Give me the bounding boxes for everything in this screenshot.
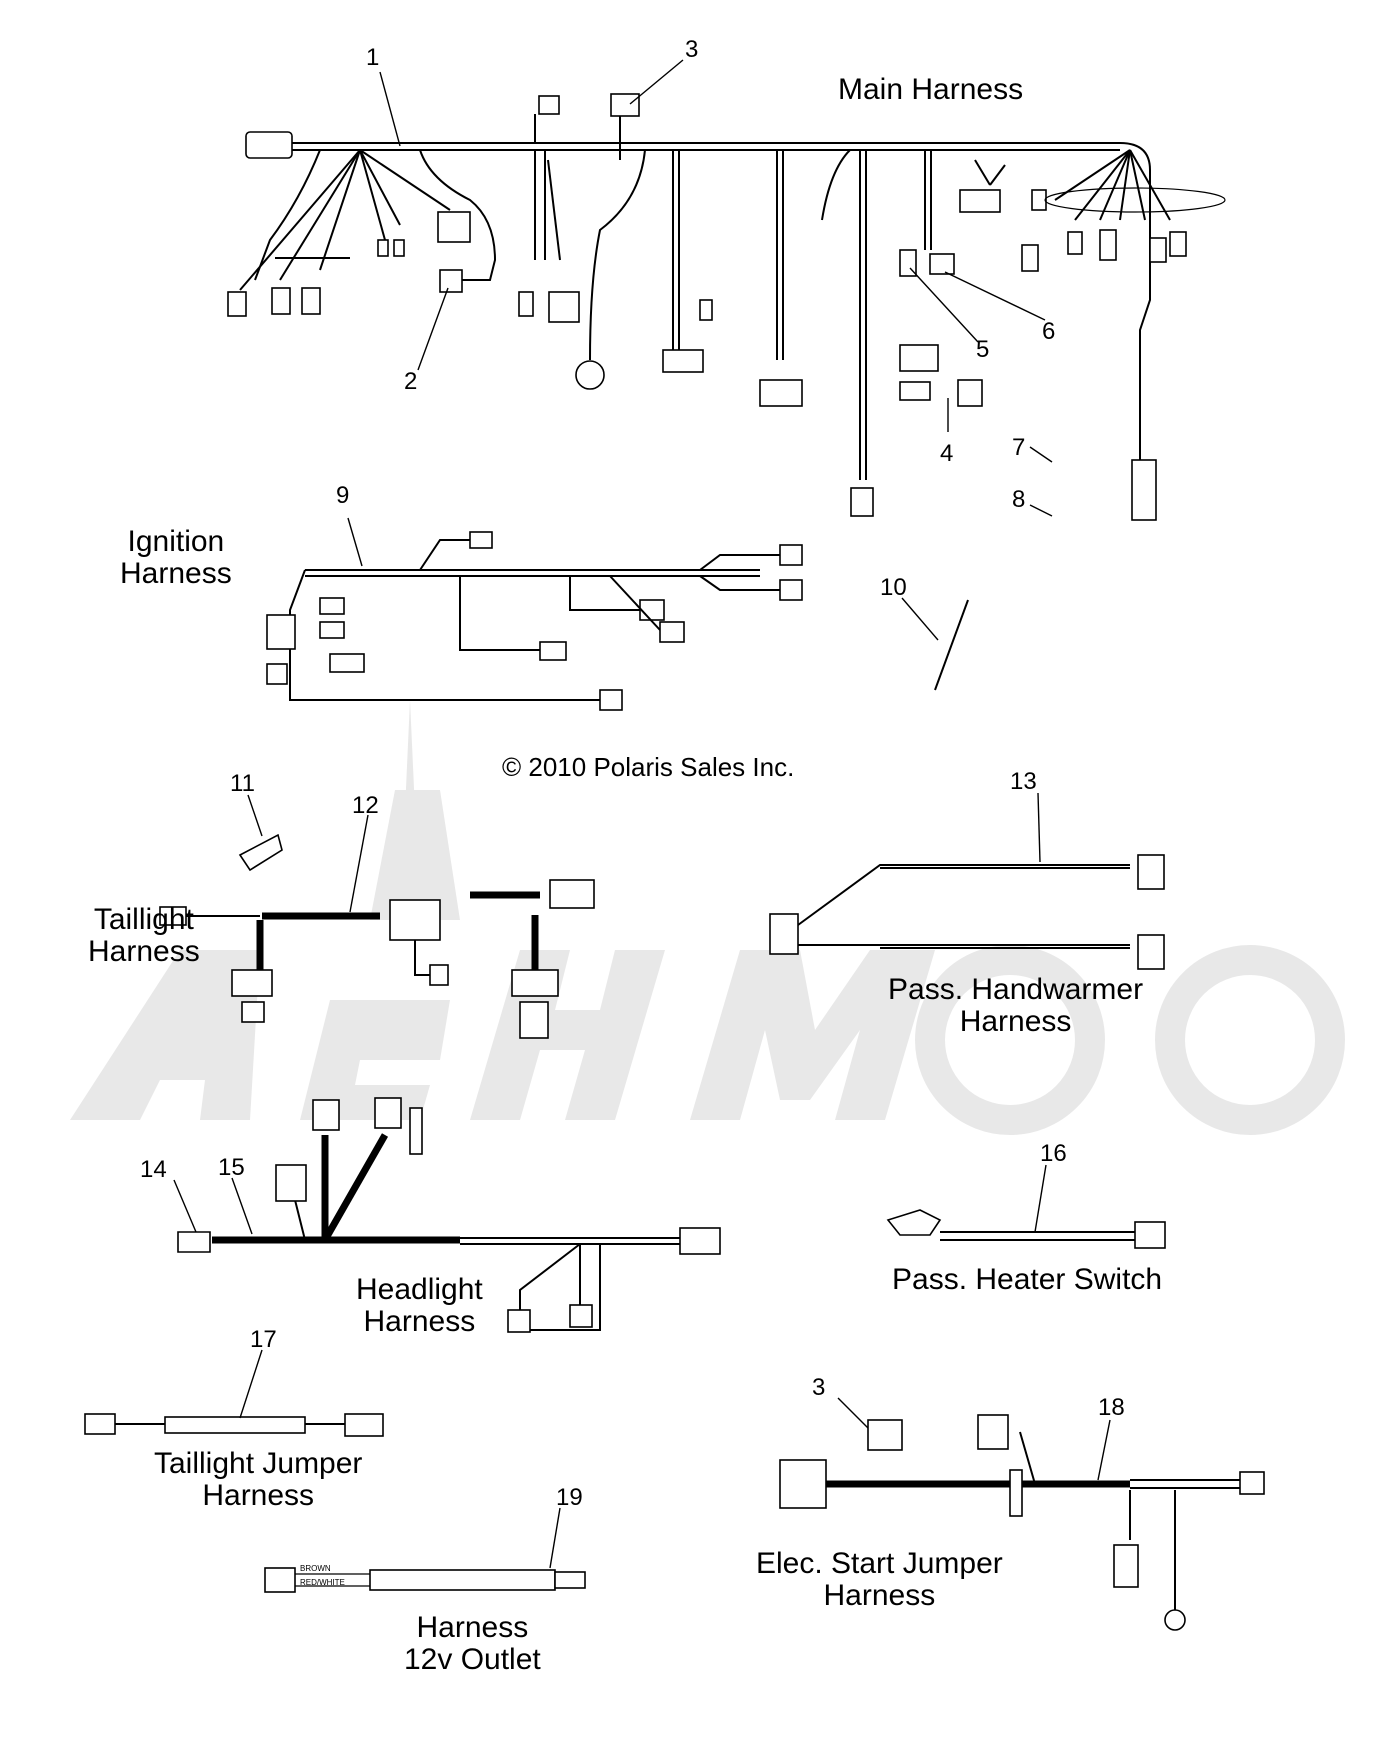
leader-lines: [173, 59, 1111, 1569]
callout-11: 11: [230, 770, 255, 797]
title-main-harness: Main Harness: [838, 73, 1024, 106]
heater-switch: [886, 1209, 1166, 1249]
headlight-harness: [177, 1097, 721, 1333]
title-headlight-harness: Headlight Harness: [356, 1274, 483, 1337]
callout-1: 1: [366, 44, 380, 71]
title-outlet-harness: Harness 12v Outlet: [404, 1612, 541, 1675]
taillight-jumper-harness: [84, 1413, 384, 1437]
callout-8: 8: [1012, 486, 1026, 513]
outlet-harness: [264, 1567, 586, 1593]
title-handwarmer-line2: Harness: [959, 1004, 1072, 1038]
handwarmer-harness: [769, 854, 1165, 970]
callout-15: 15: [218, 1154, 245, 1181]
callout-5: 5: [976, 336, 990, 363]
ignition-harness: [266, 531, 803, 711]
cable-tie: [934, 599, 969, 691]
callout-3: 3: [685, 36, 699, 63]
title-taillight-jumper-line1: Taillight Jumper: [154, 1447, 363, 1480]
title-ignition-line2: Harness: [120, 556, 232, 590]
callout-7: 7: [1012, 434, 1026, 461]
callout-19: 19: [556, 1484, 583, 1511]
callout-13: 13: [1010, 768, 1037, 795]
wire-label-red-white: RED/WHITE: [300, 1578, 345, 1587]
title-outlet-line1: Harness: [416, 1611, 529, 1644]
title-headlight-line1: Headlight: [356, 1273, 483, 1306]
title-taillight-line2: Harness: [88, 934, 200, 968]
title-taillight-jumper-harness: Taillight Jumper Harness: [154, 1448, 362, 1511]
title-outlet-line2: 12v Outlet: [404, 1642, 541, 1676]
title-handwarmer-line1: Pass. Handwarmer: [888, 973, 1144, 1006]
callout-16: 16: [1040, 1140, 1067, 1167]
clip: [238, 833, 283, 872]
taillight-harness: [159, 879, 595, 1039]
callout-9: 9: [336, 482, 350, 509]
watermark-logo: [70, 700, 1345, 1135]
callout-3-elec: 3: [812, 1374, 826, 1401]
title-elec-start-harness: Elec. Start Jumper Harness: [756, 1548, 1003, 1611]
title-elec-start-line1: Elec. Start Jumper: [756, 1547, 1003, 1580]
callout-14: 14: [140, 1156, 167, 1183]
callout-4: 4: [940, 440, 954, 467]
callout-17: 17: [250, 1326, 277, 1353]
title-elec-start-line2: Harness: [823, 1578, 936, 1612]
callout-18: 18: [1098, 1394, 1125, 1421]
callout-2: 2: [404, 368, 418, 395]
title-ignition-line1: Ignition: [127, 525, 225, 558]
title-ignition-harness: Ignition Harness: [120, 526, 232, 589]
title-headlight-line2: Harness: [363, 1304, 476, 1338]
wire-label-brown: BROWN: [300, 1564, 331, 1573]
callout-12: 12: [352, 792, 379, 819]
title-taillight-jumper-line2: Harness: [202, 1478, 315, 1512]
main-harness: [227, 93, 1226, 521]
title-taillight-line1: Taillight: [93, 903, 194, 936]
title-handwarmer-harness: Pass. Handwarmer Harness: [888, 974, 1143, 1037]
title-heater-switch: Pass. Heater Switch: [892, 1263, 1163, 1296]
title-taillight-harness: Taillight Harness: [88, 904, 200, 967]
callout-6: 6: [1042, 318, 1056, 345]
copyright: © 2010 Polaris Sales Inc.: [502, 752, 795, 782]
elec-start-jumper-harness: [779, 1414, 1265, 1631]
callout-10: 10: [880, 574, 907, 601]
